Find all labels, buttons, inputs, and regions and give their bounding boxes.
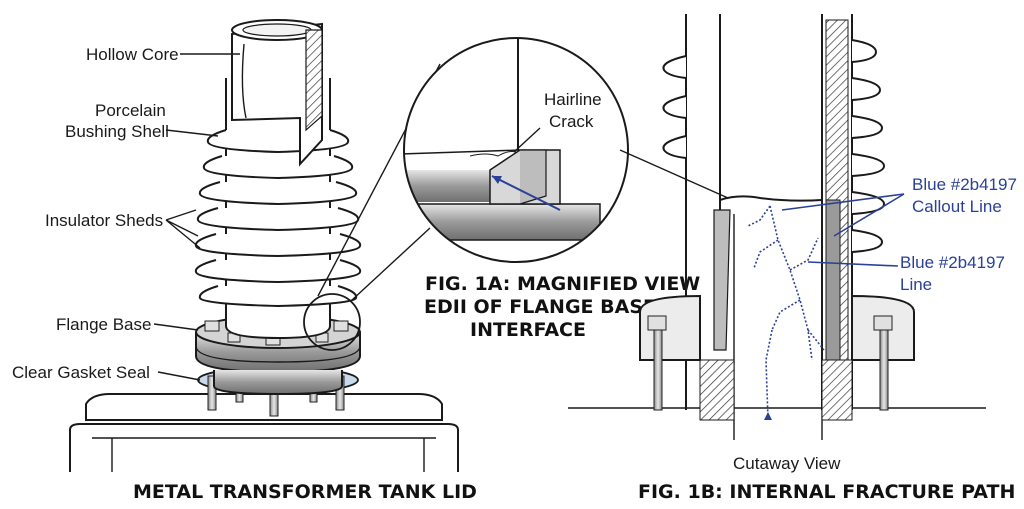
label-blue-callout-1: Blue #2b4197 (912, 175, 1017, 194)
label-porcelain: Porcelain (95, 101, 166, 120)
label-cutaway: Cutaway View (733, 454, 841, 473)
label-crack: Crack (549, 112, 594, 131)
label-hairline: Hairline (544, 90, 602, 109)
caption-fig1a-line3: INTERFACE (470, 319, 586, 341)
tank-lid (69, 393, 459, 472)
hollow-core-cutaway (231, 19, 323, 167)
caption-fig1b: FIG. 1B: INTERNAL FRACTURE PATH (638, 481, 1015, 503)
label-bushing-shell: Bushing Shell (65, 122, 169, 141)
label-blue-callout-2: Callout Line (912, 197, 1002, 216)
cutaway-view (568, 14, 986, 440)
blue-callout-lines (781, 193, 905, 267)
fracture-path (747, 205, 825, 421)
caption-tank-lid: METAL TRANSFORMER TANK LID (133, 481, 477, 503)
magnified-view (403, 37, 629, 263)
label-blue-line-1: Blue #2b4197 (900, 253, 1005, 272)
caption-fig1a-line1: FIG. 1A: MAGNIFIED VIEW (425, 273, 700, 295)
label-gasket-seal: Clear Gasket Seal (12, 363, 150, 382)
label-blue-line-2: Line (900, 275, 932, 294)
insulator-sheds (194, 129, 362, 308)
label-flange-base: Flange Base (56, 315, 151, 334)
label-insulator-sheds: Insulator Sheds (45, 211, 163, 230)
left-leaders (153, 53, 240, 381)
label-hollow-core: Hollow Core (86, 45, 179, 64)
bolt-heads (204, 320, 349, 346)
right-sheds (851, 39, 886, 253)
caption-fig1a-line2: EDII OF FLANGE BASE (424, 296, 656, 318)
left-sheds (662, 55, 687, 159)
